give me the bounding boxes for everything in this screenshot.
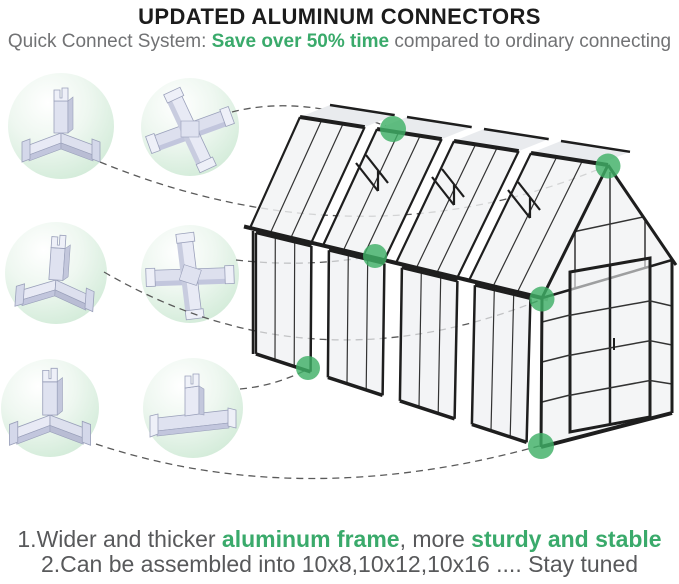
greenhouse-front-gable	[539, 164, 678, 449]
greenhouse-roof-slices	[243, 115, 609, 302]
footer-line-2: 2.Can be assembled into 10x8,10x12,10x16…	[40, 551, 639, 577]
subtitle-prefix: Quick Connect System:	[7, 31, 212, 52]
page-subtitle: Quick Connect System: Save over 50% time…	[0, 31, 679, 53]
connector-badges	[1, 73, 246, 458]
callout-line-1	[231, 105, 392, 129]
marker-dot-base-corner	[528, 433, 554, 459]
marker-dot-eave-mid	[363, 244, 387, 268]
marker-dot-gable-peak	[595, 153, 621, 179]
greenhouse-roof-vents	[355, 154, 541, 219]
marker-dot-base-mid	[296, 356, 320, 380]
footer-line-1: 1.Wider and thicker aluminum frame, more…	[0, 527, 679, 552]
subtitle-highlight: Save over 50% time	[211, 31, 390, 52]
line1-highlight-aluminum-frame: aluminum frame	[221, 526, 400, 552]
callout-line-6	[239, 369, 307, 390]
line1-middle: , more	[399, 526, 472, 552]
greenhouse-illustration	[243, 103, 678, 449]
greenhouse-wall-sections	[254, 231, 532, 444]
footer: 1.Wider and thicker aluminum frame, more…	[0, 527, 679, 577]
subtitle-suffix: compared to ordinary connecting	[389, 31, 672, 52]
cross-4way-connector-icon-2	[134, 221, 246, 331]
line1-highlight-sturdy-stable: sturdy and stable	[471, 526, 662, 552]
callout-line-5	[95, 443, 540, 480]
page-title: UPDATED ALUMINUM CONNECTORS	[138, 4, 541, 29]
marker-dot-ridge	[380, 116, 406, 142]
connector-markers	[296, 116, 621, 459]
marker-dot-eave-corner	[529, 286, 555, 312]
header: UPDATED ALUMINUM CONNECTORS Quick Connec…	[0, 4, 679, 53]
line1-prefix: 1.Wider and thicker	[17, 526, 222, 552]
